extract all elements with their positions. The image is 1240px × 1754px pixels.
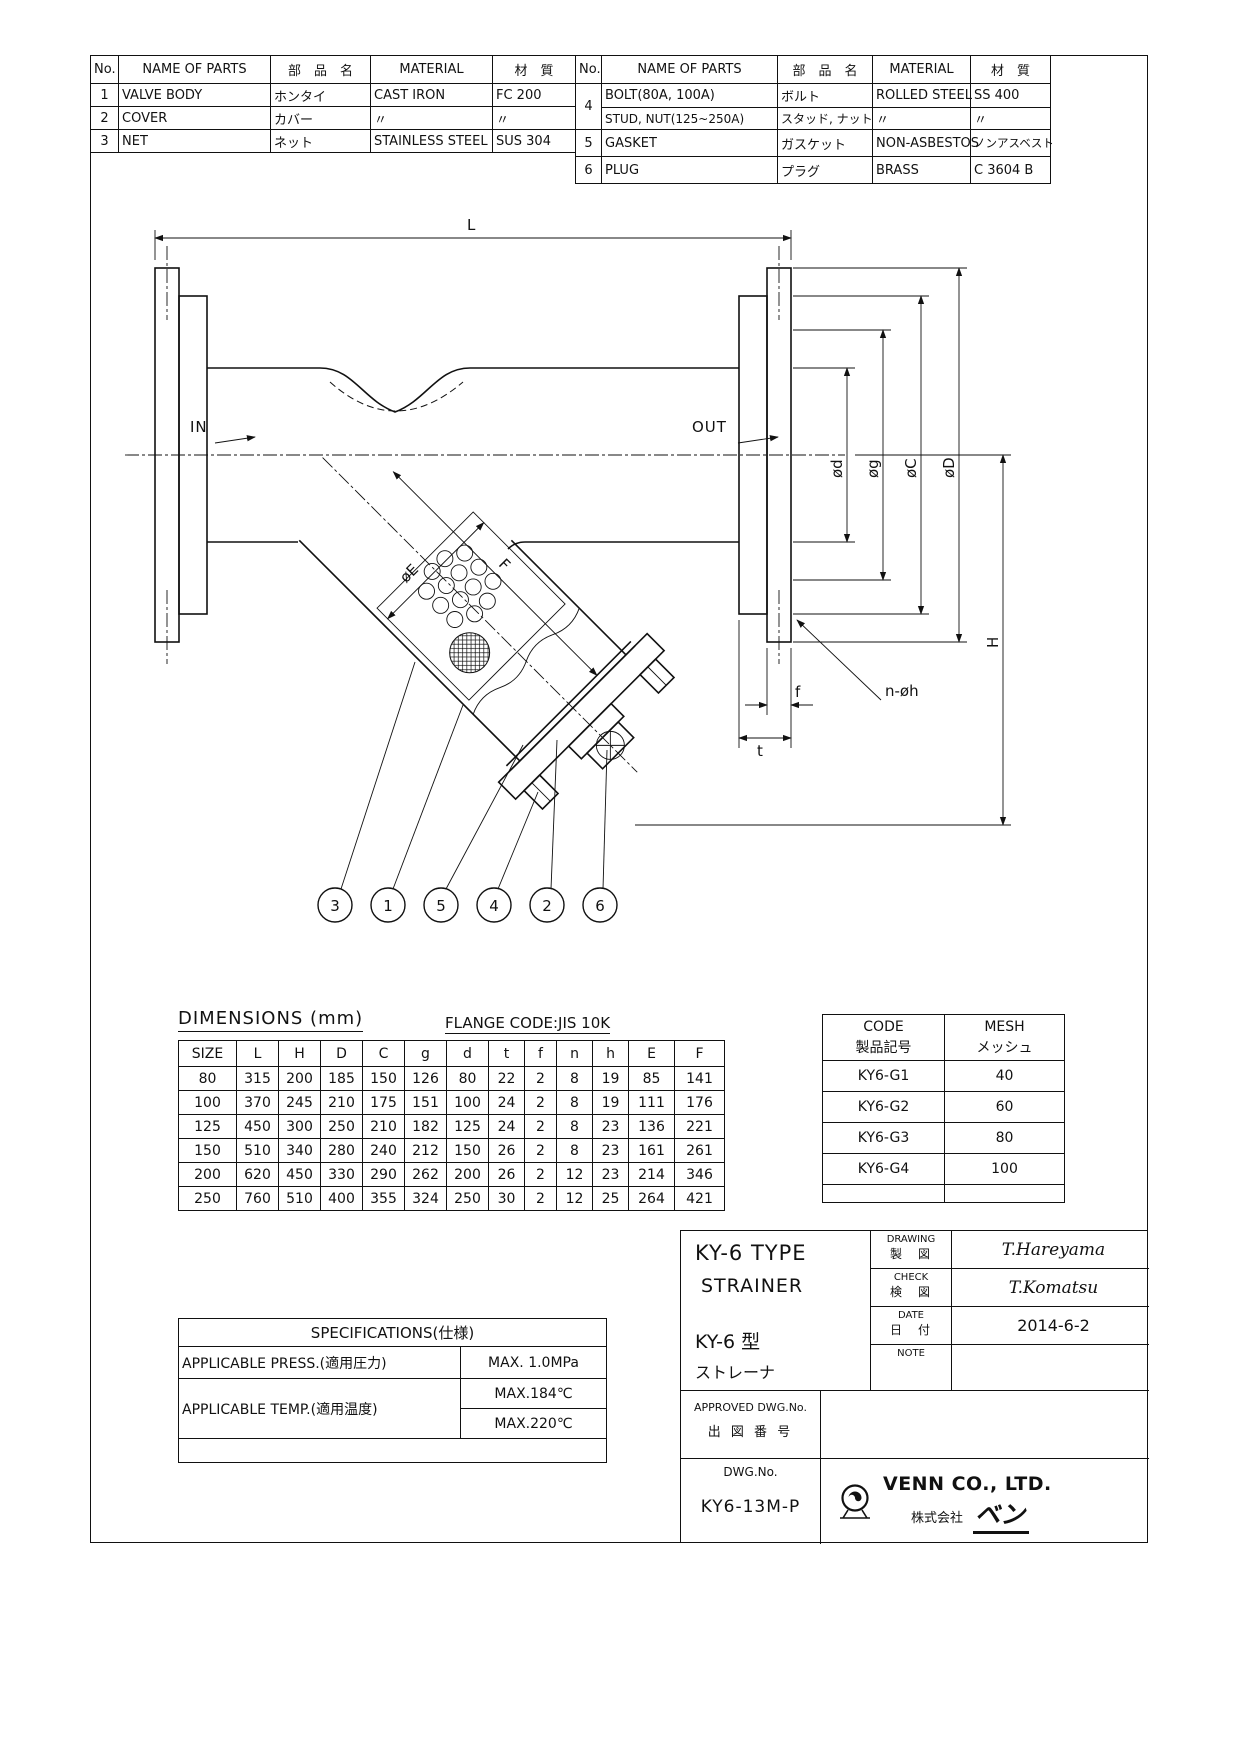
table-row: APPLICABLE TEMP.(適用温度) MAX.184℃: [178, 1378, 607, 1439]
dim-f-label: f: [795, 683, 801, 701]
table-row: [822, 1184, 1065, 1203]
dim-d-label: ød: [828, 459, 846, 478]
company-name-jp-prefix: 株式会社: [911, 1511, 964, 1526]
screen-perforations: [418, 544, 502, 628]
body-top-line: [207, 367, 739, 413]
drawing-by-value: T.Hareyama: [1001, 1240, 1106, 1260]
dwg-no-box: DWG.No. KY6-13M-P: [681, 1459, 821, 1544]
type-title-en-1: KY-6 TYPE: [695, 1241, 807, 1265]
dim-nh-label: n-øh: [885, 682, 919, 700]
specifications-table: SPECIFICATIONS(仕様) APPLICABLE PRESS.(適用圧…: [178, 1318, 607, 1463]
drawing-by-label: DRAWING 製 図: [871, 1231, 952, 1269]
date-label: DATE 日 付: [871, 1307, 952, 1345]
balloon-3: 3: [330, 897, 340, 915]
approved-dwg-value-box: [821, 1391, 1149, 1459]
part-balloons: 3 1 5 4 2 6: [317, 887, 618, 923]
company-box: VENN CO., LTD. 株式会社 ベン: [821, 1459, 1149, 1544]
dim-C-label: øC: [902, 458, 920, 478]
check-by-value: T.Komatsu: [1008, 1278, 1099, 1298]
flange-code-label: FLANGE CODE:JIS 10K: [445, 1014, 611, 1034]
balloon-2: 2: [542, 897, 552, 915]
gasket-line: [505, 640, 632, 767]
note-label-cell: NOTE: [871, 1345, 952, 1391]
dim-L-label: L: [467, 216, 476, 234]
company-name-jp: ベン: [973, 1495, 1030, 1534]
dwg-no-value: KY6-13M-P: [700, 1497, 801, 1517]
dim-t-label: t: [757, 742, 763, 760]
check-by-label: CHECK 検 図: [871, 1269, 952, 1307]
plug: [585, 720, 635, 770]
type-title-box: KY-6 TYPE STRAINER KY-6 型 ストレーナ: [681, 1231, 871, 1391]
type-title-en-2: STRAINER: [701, 1275, 804, 1297]
balloon-6: 6: [595, 897, 605, 915]
date-row: DATE 日 付 2014-6-2: [871, 1307, 1149, 1345]
spec-title-row: SPECIFICATIONS(仕様): [178, 1318, 607, 1347]
strainer-section-drawing: øE F L ød øg øC øD H: [125, 216, 1011, 923]
out-label: OUT: [692, 418, 727, 436]
balloon-leaders: [340, 661, 608, 890]
type-title-jp-1: KY-6 型: [695, 1331, 761, 1353]
balloon-5: 5: [436, 897, 446, 915]
in-label: IN: [190, 418, 208, 436]
dim-E-label: øE: [396, 560, 422, 586]
type-title-jp-2: ストレーナ: [695, 1363, 776, 1382]
table-row: [178, 1438, 607, 1463]
venn-logo: [840, 1484, 870, 1519]
check-by-row: CHECK 検 図 T.Komatsu: [871, 1269, 1149, 1307]
drawing-by-row: DRAWING 製 図 T.Hareyama: [871, 1231, 1149, 1269]
balloon-1: 1: [383, 897, 393, 915]
dim-g-label: øg: [864, 459, 882, 478]
table-row: STUD, NUT(125~250A)スタッド, ナット〃〃: [576, 107, 1051, 130]
balloon-4: 4: [489, 897, 499, 915]
dimensions-title: DIMENSIONS (mm): [178, 1008, 364, 1032]
dim-F-label: F: [495, 555, 514, 574]
dwg-no-label: DWG.No.: [723, 1465, 778, 1479]
strainer-leg: øE F: [298, 457, 676, 811]
title-block: KY-6 TYPE STRAINER KY-6 型 ストレーナ DRAWING …: [680, 1230, 1149, 1544]
dim-H-label: H: [984, 637, 1002, 648]
note-row: NOTE: [871, 1345, 1149, 1391]
date-value: 2014-6-2: [1017, 1316, 1090, 1335]
mesh-patch: [449, 632, 491, 674]
hidden-crotch-line: [329, 381, 464, 412]
approved-dwg-box: APPROVED DWG.No. 出 図 番 号: [681, 1391, 821, 1459]
dim-D-label: øD: [940, 457, 958, 478]
company-name-en: VENN CO., LTD.: [883, 1473, 1052, 1495]
table-row: APPLICABLE PRESS.(適用圧力) MAX. 1.0MPa: [178, 1346, 607, 1379]
